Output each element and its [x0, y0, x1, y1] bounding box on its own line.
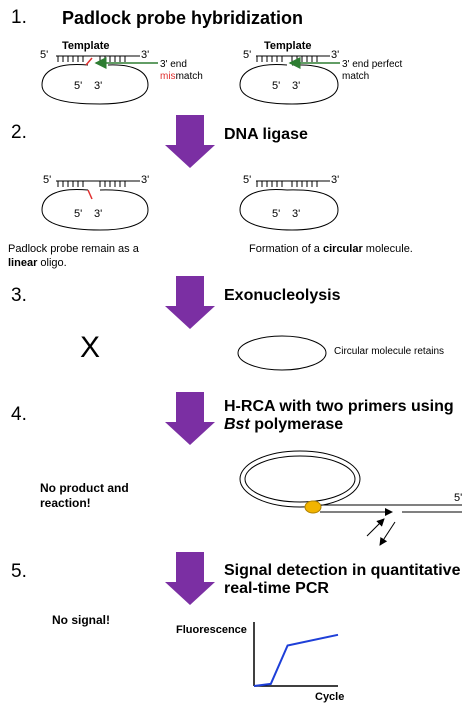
probe-right-step2	[239, 180, 339, 231]
five-prime-left-2: 5'	[43, 174, 52, 186]
caption-right: Formation of a circular molecule.	[249, 243, 413, 255]
step-4-number: 4.	[11, 404, 27, 425]
purple-arrow-4	[165, 552, 215, 605]
chart-xlabel: Cycle	[315, 691, 345, 703]
purple-arrow-1	[165, 115, 215, 168]
caption-right-pre: Formation of a	[249, 243, 323, 255]
step-3-number: 3.	[11, 285, 27, 306]
no-product-line1: No product and	[40, 481, 129, 495]
circular-molecule-ellipse	[237, 335, 327, 371]
no-signal-label: No signal!	[52, 613, 111, 627]
step-4-title-rest: polymerase	[249, 416, 344, 433]
caption-left-line1: Padlock probe remain as a	[8, 243, 139, 255]
step-1-number: 1.	[11, 7, 27, 28]
bst-italic: Bst	[224, 416, 250, 433]
probe-three-left-2: 3'	[94, 208, 103, 220]
linear-bold: linear	[8, 257, 38, 269]
polymerase-icon	[304, 500, 322, 514]
step-5-title-line1: Signal detection in quantitative	[224, 562, 461, 579]
rca-diagram	[239, 450, 462, 546]
purple-arrow-2	[165, 276, 215, 329]
end-label-right-line1: 3' end perfect	[342, 59, 403, 70]
probe-left-step2	[41, 180, 149, 231]
fluorescence-chart	[253, 622, 339, 687]
three-prime-right-2: 3'	[331, 174, 340, 186]
purple-arrow-3	[165, 392, 215, 445]
three-prime-left-1: 3'	[141, 49, 150, 61]
template-label-left: Template	[62, 40, 110, 52]
chart-ylabel: Fluorescence	[176, 624, 247, 636]
mismatch-label: mismatch	[160, 71, 203, 82]
mismatch-rest-text: match	[175, 71, 203, 82]
circular-bold: circular	[322, 243, 363, 255]
end-label-right-line2: match	[342, 71, 370, 82]
five-prime-rca: 5'	[454, 492, 463, 504]
five-prime-right-2: 5'	[243, 174, 252, 186]
probe-three-right-1: 3'	[292, 80, 301, 92]
three-prime-right-1: 3'	[331, 49, 340, 61]
three-prime-left-2: 3'	[141, 174, 150, 186]
probe-five-left-1: 5'	[74, 80, 83, 92]
five-prime-left-1: 5'	[40, 49, 49, 61]
step-2-number: 2.	[11, 122, 27, 143]
step-4-title-line1: H-RCA with two primers using	[224, 398, 454, 415]
circular-retains-label: Circular molecule retains	[334, 346, 445, 357]
end-label-left: 3' end	[160, 59, 187, 70]
probe-right-step1	[239, 55, 340, 105]
x-mark: X	[80, 331, 101, 364]
mismatch-red-text: mis	[160, 71, 176, 82]
fluorescence-series-line	[253, 633, 339, 687]
probe-three-right-2: 3'	[292, 208, 301, 220]
probe-five-right-1: 5'	[272, 80, 281, 92]
step-3-title: Exonucleolysis	[224, 287, 341, 304]
step-5-title-line2: real-time PCR	[224, 580, 329, 597]
probe-left-step1	[41, 55, 158, 105]
probe-three-left-1: 3'	[94, 80, 103, 92]
caption-right-post: molecule.	[362, 243, 413, 255]
caption-left-line2: linear oligo.	[8, 257, 67, 269]
probe-five-left-2: 5'	[74, 208, 83, 220]
no-product-line2: reaction!	[40, 496, 91, 510]
probe-five-right-2: 5'	[272, 208, 281, 220]
step-2-title: DNA ligase	[224, 126, 308, 143]
five-prime-right-1: 5'	[243, 49, 252, 61]
step-5-number: 5.	[11, 561, 27, 582]
step-4-title-line2: Bst polymerase	[224, 416, 343, 434]
template-label-right: Template	[264, 40, 312, 52]
step-1-title: Padlock probe hybridization	[62, 8, 304, 28]
caption-left-rest: oligo.	[37, 257, 67, 269]
